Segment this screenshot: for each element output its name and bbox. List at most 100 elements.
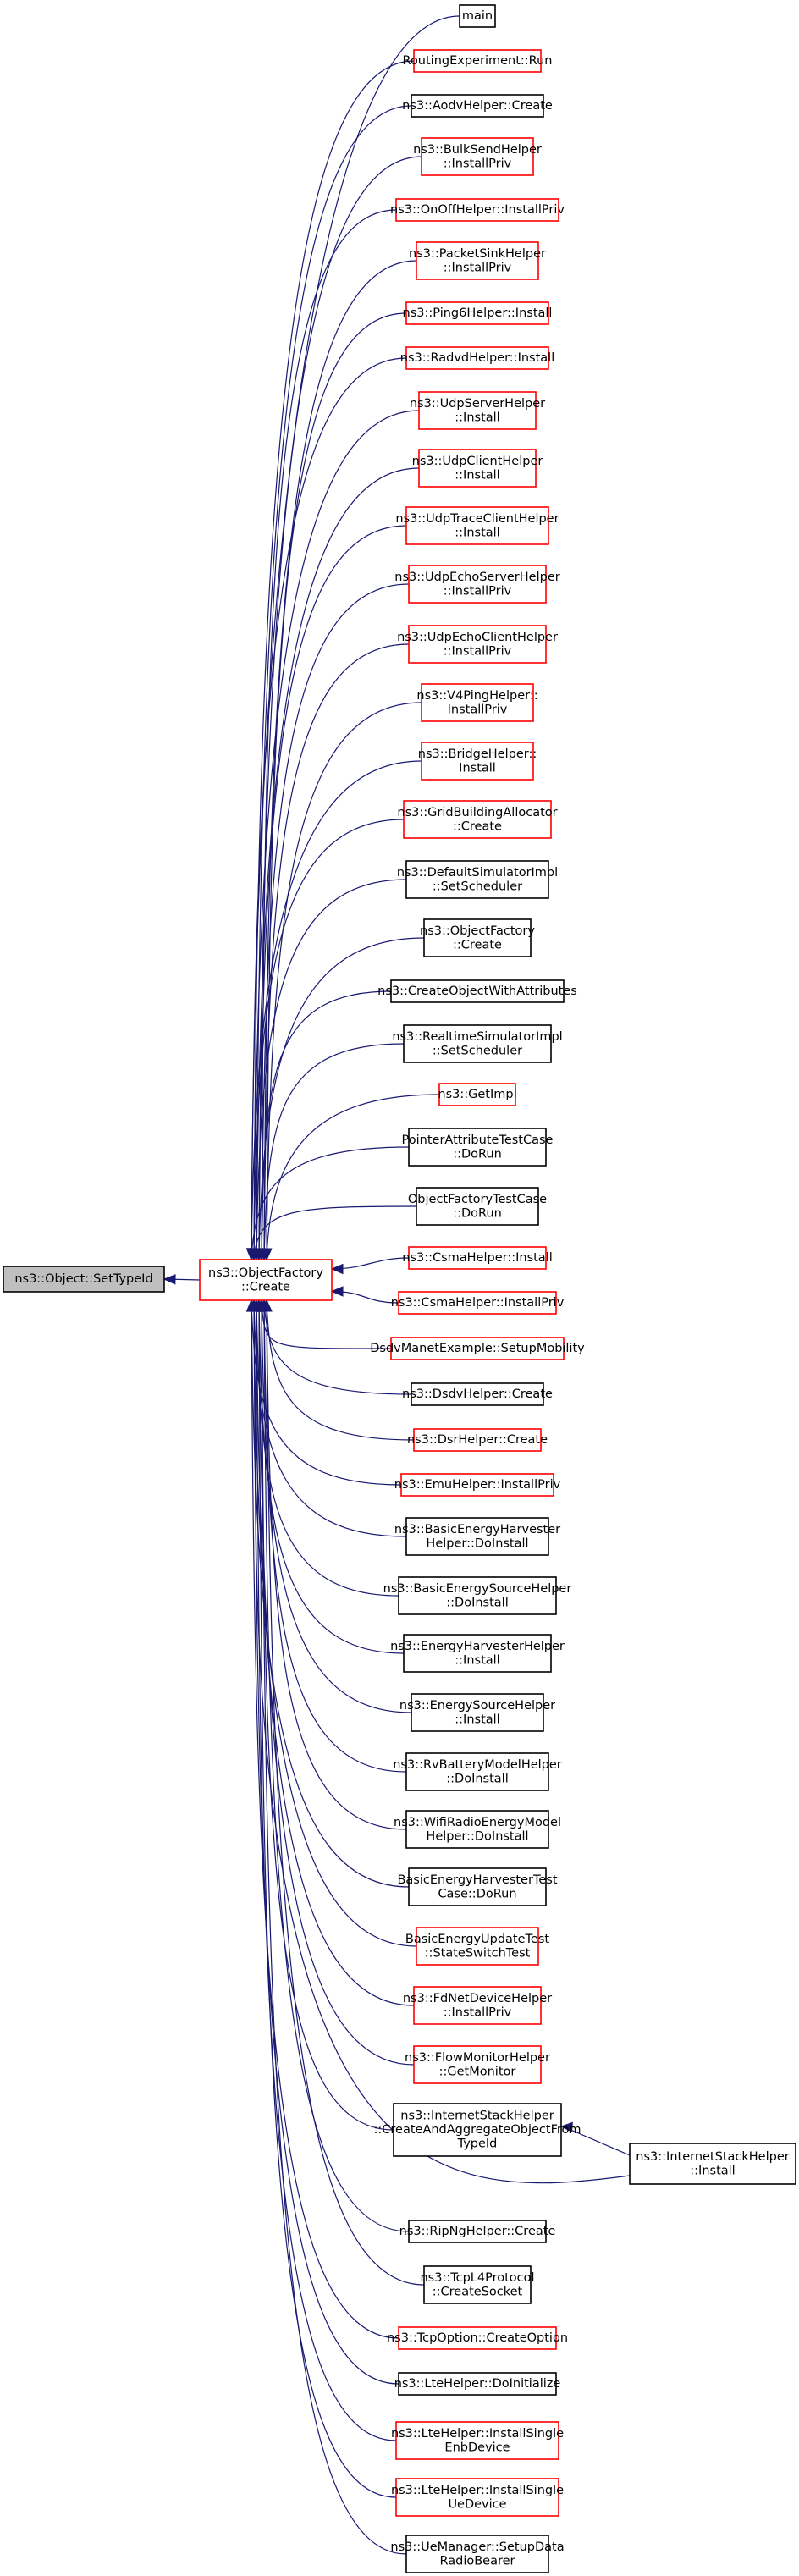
caller-ns3-onoffhelper-installpriv[interactable]: ns3::OnOffHelper::InstallPriv	[390, 198, 565, 222]
caller-ns3-bulksendhelper-installpriv[interactable]: ns3::BulkSendHelper::InstallPriv	[413, 137, 542, 176]
edge-arrowhead	[256, 1299, 267, 1312]
node-box	[411, 94, 544, 118]
hub-object-factory-create[interactable]: ns3::ObjectFactory::Create	[199, 1259, 333, 1301]
node-box	[413, 2045, 542, 2084]
node-label: ::Install	[455, 1713, 499, 1726]
node-box	[408, 565, 547, 604]
caller-ns3-udpechoserverhelper-installpriv[interactable]: ns3::UdpEchoServerHelper::InstallPriv	[394, 565, 560, 604]
focus-node-set-type-id[interactable]: ns3::Object::SetTypeId	[3, 1266, 165, 1293]
caller-dsdvmanetexample-setupmobility[interactable]: DsdvManetExample::SetupMobility	[370, 1337, 585, 1360]
caller-objectfactorytestcase-dorun[interactable]: ObjectFactoryTestCase::DoRun	[408, 1187, 547, 1226]
caller-ns3-defaultsimulatorimpl-setscheduler[interactable]: ns3::DefaultSimulatorImpl::SetScheduler	[397, 860, 558, 899]
caller-ns3-realtimesimulatorimpl-setscheduler[interactable]: ns3::RealtimeSimulatorImpl::SetScheduler	[392, 1024, 563, 1063]
caller-ns3-tcpl4protocol-createsocket[interactable]: ns3::TcpL4Protocol::CreateSocket	[420, 2265, 535, 2304]
caller-ns3-energyharvesterhelper-install[interactable]: ns3::EnergyHarvesterHelper::Install	[390, 1634, 565, 1673]
caller-ns3-ping6helper-install[interactable]: ns3::Ping6Helper::Install	[403, 301, 553, 325]
node-label: ns3::V4PingHelper::	[416, 689, 537, 703]
node-label: ns3::DefaultSimulatorImpl	[397, 866, 558, 880]
node-label: ::Install	[455, 468, 499, 482]
caller-ns3-csmahelper-installpriv[interactable]: ns3::CsmaHelper::InstallPriv	[391, 1291, 565, 1315]
caller-ns3-fdnetdevicehelper-installpriv[interactable]: ns3::FdNetDeviceHelper::InstallPriv	[403, 1986, 552, 2025]
caller-ns3-getimpl[interactable]: ns3::GetImpl	[438, 1083, 517, 1106]
node-label: RadioBearer	[439, 2554, 515, 2568]
node-box	[413, 1428, 542, 1452]
node-label: ns3::RipNgHelper::Create	[400, 2225, 556, 2238]
edge-to-hub	[253, 410, 420, 1260]
node-box	[398, 1291, 557, 1315]
node-label: main	[462, 9, 493, 23]
caller-ns3-emuhelper-installpriv[interactable]: ns3::EmuHelper::InstallPriv	[394, 1473, 561, 1497]
caller-ns3-basicenergyharvester-helper-doinstall[interactable]: ns3::BasicEnergyHarvesterHelper::DoInsta…	[394, 1517, 560, 1556]
node-label: ns3::FlowMonitorHelper	[405, 2051, 550, 2065]
caller-ns3-wifiradioenergymodel-helper-doinstall[interactable]: ns3::WifiRadioEnergyModelHelper::DoInsta…	[394, 1810, 561, 1849]
caller-ns3-bridgehelper-install[interactable]: ns3::BridgeHelper::Install	[418, 742, 537, 781]
caller-ns3-csmahelper-install[interactable]: ns3::CsmaHelper::Install	[402, 1246, 553, 1270]
node-label: ::SetScheduler	[433, 880, 522, 893]
node-label: ns3::GetImpl	[438, 1088, 516, 1101]
caller-ns3-rvbatterymodelhelper-doinstall[interactable]: ns3::RvBatteryModelHelper::DoInstall	[393, 1752, 562, 1791]
edge-to-hub	[256, 467, 420, 1260]
node-label: ::InstallPriv	[444, 644, 512, 658]
caller-ns3-udpechoclienthelper-installpriv[interactable]: ns3::UdpEchoClientHelper::InstallPriv	[397, 625, 558, 664]
caller-ns3-flowmonitorhelper-getmonitor[interactable]: ns3::FlowMonitorHelper::GetMonitor	[405, 2045, 550, 2084]
node-box	[459, 4, 496, 28]
node-label: ObjectFactoryTestCase	[408, 1193, 547, 1206]
edge-to-hub	[261, 1299, 392, 1349]
caller-ns3-packetsinkhelper-installpriv[interactable]: ns3::PacketSinkHelper::InstallPriv	[409, 241, 546, 280]
caller-ns3-udptraceclienthelper-install[interactable]: ns3::UdpTraceClientHelper::Install	[395, 506, 559, 545]
node-box	[395, 2478, 559, 2517]
caller-routingexperiment-run[interactable]: RoutingExperiment::Run	[403, 49, 553, 73]
caller-ns3-tcpoption-createoption[interactable]: ns3::TcpOption::CreateOption	[387, 2326, 568, 2350]
caller-ns3-dsrhelper-create[interactable]: ns3::DsrHelper::Create	[407, 1428, 548, 1452]
node-label: ::Create	[241, 1280, 290, 1294]
node-label: ns3::ObjectFactory	[208, 1266, 323, 1280]
edge-to-hub	[256, 879, 407, 1260]
caller-main[interactable]: main	[459, 4, 496, 28]
caller-pointerattributetestcase-dorun[interactable]: PointerAttributeTestCase::DoRun	[402, 1128, 554, 1167]
edge-to-hub	[266, 312, 407, 1260]
node-label: ns3::ObjectFactory	[420, 924, 535, 938]
caller-ns3-basicenergysourcehelper-doinstall[interactable]: ns3::BasicEnergySourceHelper::DoInstall	[383, 1576, 572, 1615]
caller-ns3-energysourcehelper-install[interactable]: ns3::EnergySourceHelper::Install	[400, 1693, 555, 1732]
caller-ns3-ltehelper-doinitialize[interactable]: ns3::LteHelper::DoInitialize	[394, 2372, 561, 2396]
node-label: ns3::EmuHelper::InstallPriv	[394, 1478, 561, 1492]
node-box	[408, 1867, 547, 1906]
edge-to-hub	[253, 1299, 407, 1537]
node-box	[405, 346, 549, 370]
node-label: ns3::CreateObjectWithAttributes	[377, 985, 577, 998]
caller-ns3-dsdvhelper-create[interactable]: ns3::DsdvHelper::Create	[402, 1382, 553, 1406]
caller-ns3-createobjectwithattributes[interactable]: ns3::CreateObjectWithAttributes	[377, 979, 577, 1003]
caller-ns3-v4pinghelper-installpriv[interactable]: ns3::V4PingHelper::InstallPriv	[416, 683, 538, 722]
node-box	[416, 1187, 539, 1226]
caller-ns3-internetstackhelper-createandaggregateobjectfrom-typeid[interactable]: ns3::InternetStackHelper::CreateAndAggre…	[374, 2103, 581, 2157]
caller-ns3-internetstackhelper-install[interactable]: ns3::InternetStackHelper::Install	[629, 2143, 796, 2185]
node-label: ::Create	[453, 819, 502, 833]
caller-ns3-udpserverhelper-install[interactable]: ns3::UdpServerHelper::Install	[410, 391, 545, 430]
node-label: ::CreateAndAggregateObjectFrom	[374, 2123, 581, 2137]
edge-to-hub	[256, 1299, 397, 2441]
node-label: ns3::UdpTraceClientHelper	[395, 512, 559, 526]
caller-ns3-udpclienthelper-install[interactable]: ns3::UdpClientHelper::Install	[412, 449, 543, 488]
nodes: mainRoutingExperiment::Runns3::AodvHelpe…	[3, 4, 796, 2573]
node-label: DsdvManetExample::SetupMobility	[370, 1342, 585, 1355]
caller-ns3-radvdhelper-install[interactable]: ns3::RadvdHelper::Install	[400, 346, 554, 370]
caller-ns3-ripnghelper-create[interactable]: ns3::RipNgHelper::Create	[400, 2220, 556, 2243]
edge-to-hub	[251, 1299, 402, 1486]
edge-install-to-hub	[253, 1299, 631, 2184]
caller-ns3-gridbuildingallocator-create[interactable]: ns3::GridBuildingAllocator::Create	[397, 800, 558, 839]
node-label: ns3::WifiRadioEnergyModel	[394, 1816, 561, 1829]
node-box	[408, 1246, 547, 1270]
caller-ns3-objectfactory-create[interactable]: ns3::ObjectFactory::Create	[420, 918, 535, 957]
edge-arrowhead	[330, 1286, 344, 1297]
node-label: RoutingExperiment::Run	[403, 54, 553, 68]
caller-basicenergyupdatetest-stateswitchtest[interactable]: BasicEnergyUpdateTest::StateSwitchTest	[405, 1927, 550, 1966]
node-label: ns3::RadvdHelper::Install	[400, 351, 554, 365]
node-label: ns3::LteHelper::InstallSingle	[391, 2427, 564, 2441]
edge-to-hub	[261, 583, 410, 1260]
caller-ns3-aodvhelper-create[interactable]: ns3::AodvHelper::Create	[402, 94, 553, 118]
edge-to-hub	[251, 1146, 410, 1260]
